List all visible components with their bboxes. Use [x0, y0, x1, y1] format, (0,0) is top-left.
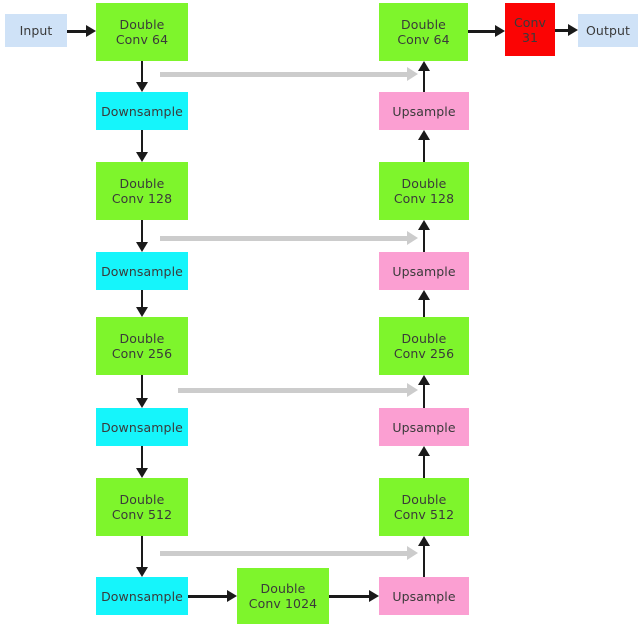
skip-connection-skip-128: [160, 231, 418, 245]
node-dec-up-3[interactable]: Upsample: [379, 408, 469, 446]
node-enc-down-3[interactable]: Downsample: [96, 408, 188, 446]
arrow-dconv128-to-up1: [416, 130, 432, 162]
arrow-up4-to-dconv512: [416, 536, 432, 577]
node-enc-down-1[interactable]: Downsample: [96, 92, 188, 130]
arrow-conv256-to-down3: [134, 375, 150, 408]
node-enc-conv-64[interactable]: Double Conv 64: [96, 3, 188, 61]
arrow-conv31-to-output: [555, 22, 578, 38]
node-dec-conv-512[interactable]: Double Conv 512: [379, 478, 469, 536]
node-enc-conv-128[interactable]: Double Conv 128: [96, 162, 188, 220]
arrow-input-to-enc64: [67, 23, 96, 39]
node-enc-down-4[interactable]: Downsample: [96, 577, 188, 615]
arrow-conv128-to-down2: [134, 220, 150, 252]
arrow-enc64-to-down1: [134, 61, 150, 92]
skip-connection-skip-64: [160, 67, 418, 81]
arrow-up2-to-dconv128: [416, 220, 432, 252]
arrow-down4-to-bottle: [188, 588, 237, 604]
node-input[interactable]: Input: [5, 14, 67, 47]
node-final-conv[interactable]: Conv 31: [505, 3, 555, 56]
skip-connection-skip-256: [178, 383, 418, 397]
node-dec-up-1[interactable]: Upsample: [379, 92, 469, 130]
node-dec-conv-128[interactable]: Double Conv 128: [379, 162, 469, 220]
arrow-up3-to-dconv256: [416, 375, 432, 408]
node-dec-up-2[interactable]: Upsample: [379, 252, 469, 290]
node-dec-up-4[interactable]: Upsample: [379, 577, 469, 615]
node-bottleneck[interactable]: Double Conv 1024: [237, 568, 329, 624]
node-enc-conv-256[interactable]: Double Conv 256: [96, 317, 188, 375]
arrow-down2-to-conv256: [134, 290, 150, 317]
node-output[interactable]: Output: [578, 14, 638, 47]
arrow-down3-to-conv512: [134, 446, 150, 478]
arrow-dconv512-to-up3: [416, 446, 432, 478]
node-dec-conv-64[interactable]: Double Conv 64: [379, 3, 468, 61]
skip-connection-skip-512: [160, 546, 418, 560]
node-enc-conv-512[interactable]: Double Conv 512: [96, 478, 188, 536]
arrow-dconv64-to-conv31: [468, 23, 505, 39]
arrow-conv512-to-down4: [134, 536, 150, 577]
node-enc-down-2[interactable]: Downsample: [96, 252, 188, 290]
arrow-dconv256-to-up2: [416, 290, 432, 317]
node-dec-conv-256[interactable]: Double Conv 256: [379, 317, 469, 375]
arrow-down1-to-conv128: [134, 130, 150, 162]
arrow-bottle-to-up4: [329, 588, 379, 604]
arrow-up1-to-dconv64: [416, 61, 432, 92]
